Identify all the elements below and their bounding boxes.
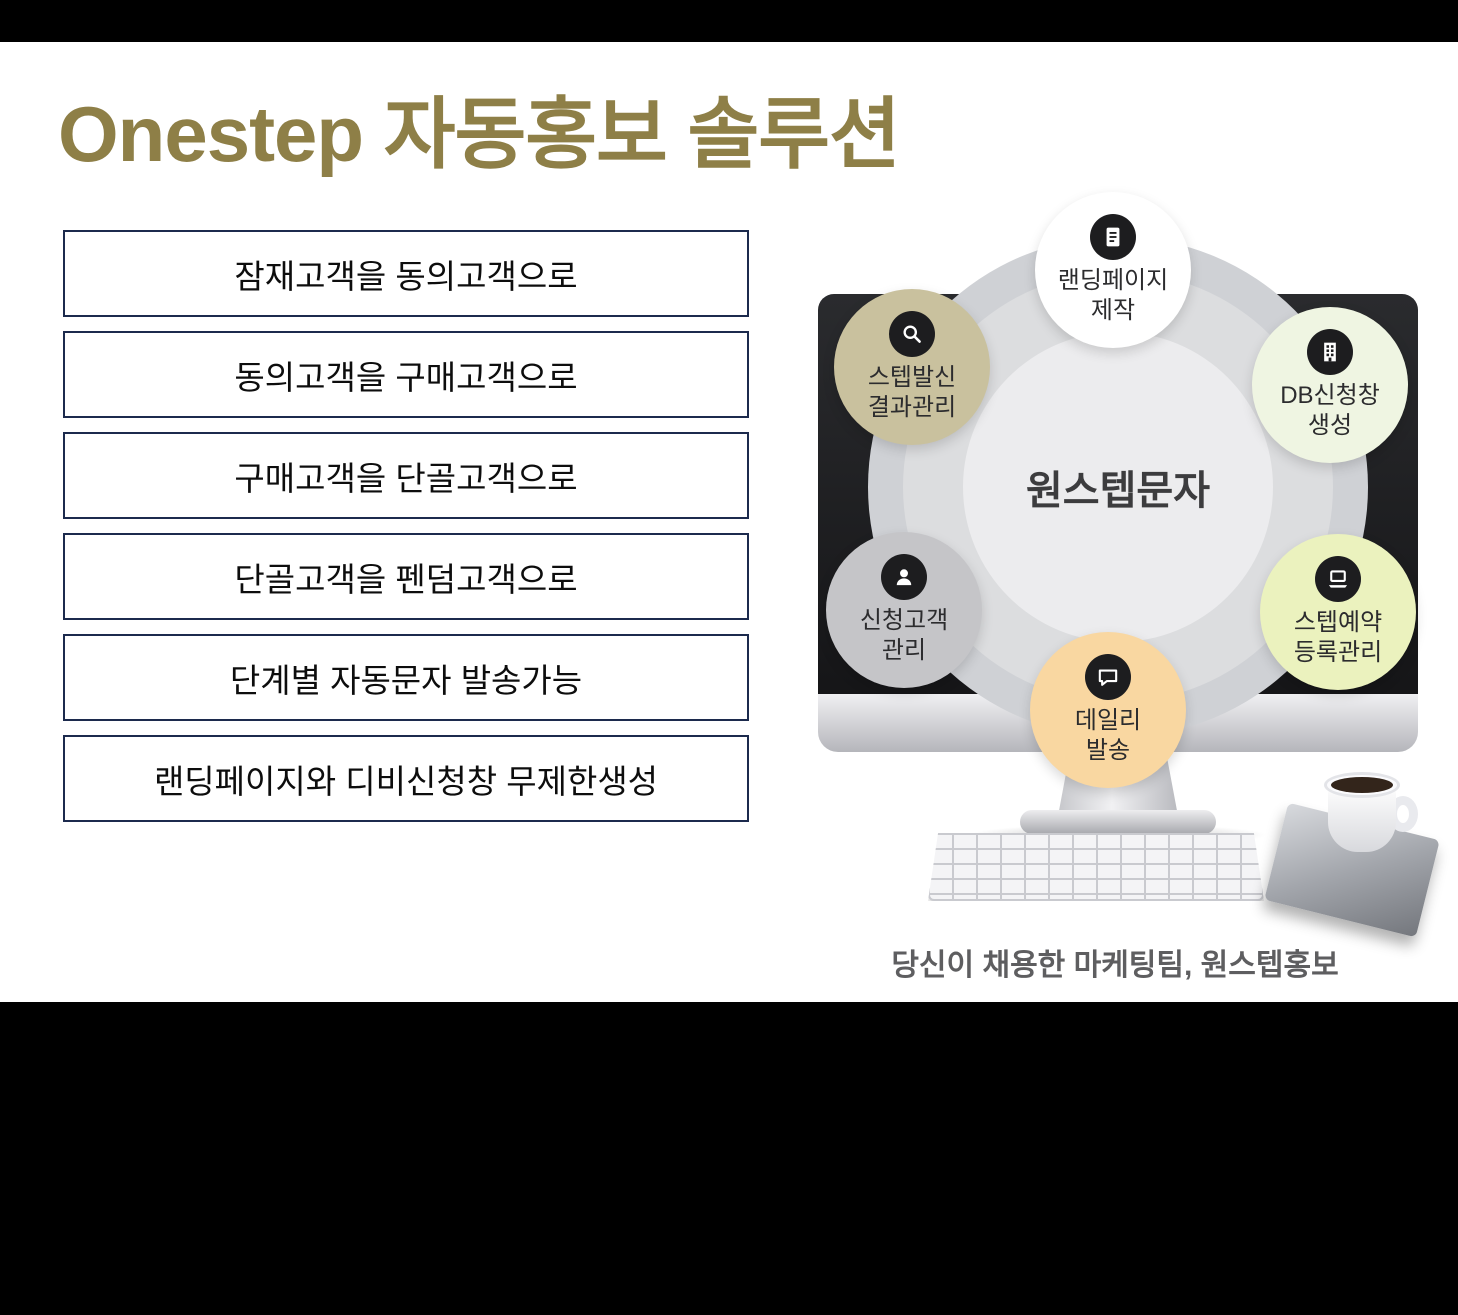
- benefit-box-label: 단골고객을 펜덤고객으로: [234, 560, 578, 598]
- benefit-box: 단골고객을 펜덤고객으로: [63, 533, 749, 620]
- hub-circle-inner: 원스텝문자: [963, 332, 1273, 642]
- benefit-box-label: 구매고객을 단골고객으로: [234, 459, 578, 497]
- node-label: 데일리 발송: [1074, 707, 1142, 764]
- person-icon: [896, 569, 912, 586]
- benefit-list: 잠재고객을 동의고객으로 동의고객을 구매고객으로 구매고객을 단골고객으로 단…: [63, 230, 749, 822]
- chat-bubble-icon: [1098, 669, 1118, 686]
- node-db-form-creation: DB신청창 생성: [1252, 307, 1408, 463]
- page-title: Onestep 자동홍보 솔루션: [58, 90, 901, 178]
- search-icon: [903, 325, 921, 343]
- node-landing-page: 랜딩페이지 제작: [1035, 192, 1191, 348]
- icon-badge: [881, 554, 927, 600]
- node-label: DB신청창 생성: [1280, 382, 1380, 439]
- icon-badge: [1307, 329, 1353, 375]
- keyboard-illustration: [928, 833, 1264, 901]
- coffee-cup-illustration: [1322, 772, 1426, 864]
- node-applicant-management: 신청고객 관리: [826, 532, 982, 688]
- icon-badge: [1090, 214, 1136, 260]
- node-step-reservation: 스텝예약 등록관리: [1260, 534, 1416, 690]
- benefit-box-label: 잠재고객을 동의고객으로: [234, 257, 578, 295]
- benefit-box: 구매고객을 단골고객으로: [63, 432, 749, 519]
- node-label: 스텝발신 결과관리: [867, 364, 957, 421]
- icon-badge: [1085, 654, 1131, 700]
- monitor-stand-base: [1020, 810, 1216, 834]
- icon-badge: [889, 311, 935, 357]
- cup-coffee: [1331, 777, 1393, 793]
- hub-label: 원스텝문자: [1026, 469, 1210, 513]
- benefit-box: 동의고객을 구매고객으로: [63, 331, 749, 418]
- building-icon: [1324, 342, 1336, 362]
- benefit-box: 랜딩페이지와 디비신청창 무제한생성: [63, 735, 749, 822]
- benefit-box: 잠재고객을 동의고객으로: [63, 230, 749, 317]
- benefit-box-label: 랜딩페이지와 디비신청창 무제한생성: [153, 762, 659, 800]
- node-daily-send: 데일리 발송: [1030, 632, 1186, 788]
- laptop-icon: [1328, 570, 1348, 588]
- node-label: 신청고객 관리: [859, 607, 949, 664]
- document-icon: [1106, 227, 1120, 247]
- icon-badge: [1315, 556, 1361, 602]
- benefit-box-label: 단계별 자동문자 발송가능: [229, 661, 583, 699]
- benefit-box: 단계별 자동문자 발송가능: [63, 634, 749, 721]
- node-label: 스텝예약 등록관리: [1293, 609, 1383, 666]
- node-label: 랜딩페이지 제작: [1057, 267, 1169, 324]
- node-step-send-results: 스텝발신 결과관리: [834, 289, 990, 445]
- benefit-box-label: 동의고객을 구매고객으로: [234, 358, 578, 396]
- caption: 당신이 채용한 마케팅팀, 원스텝홍보: [891, 949, 1339, 982]
